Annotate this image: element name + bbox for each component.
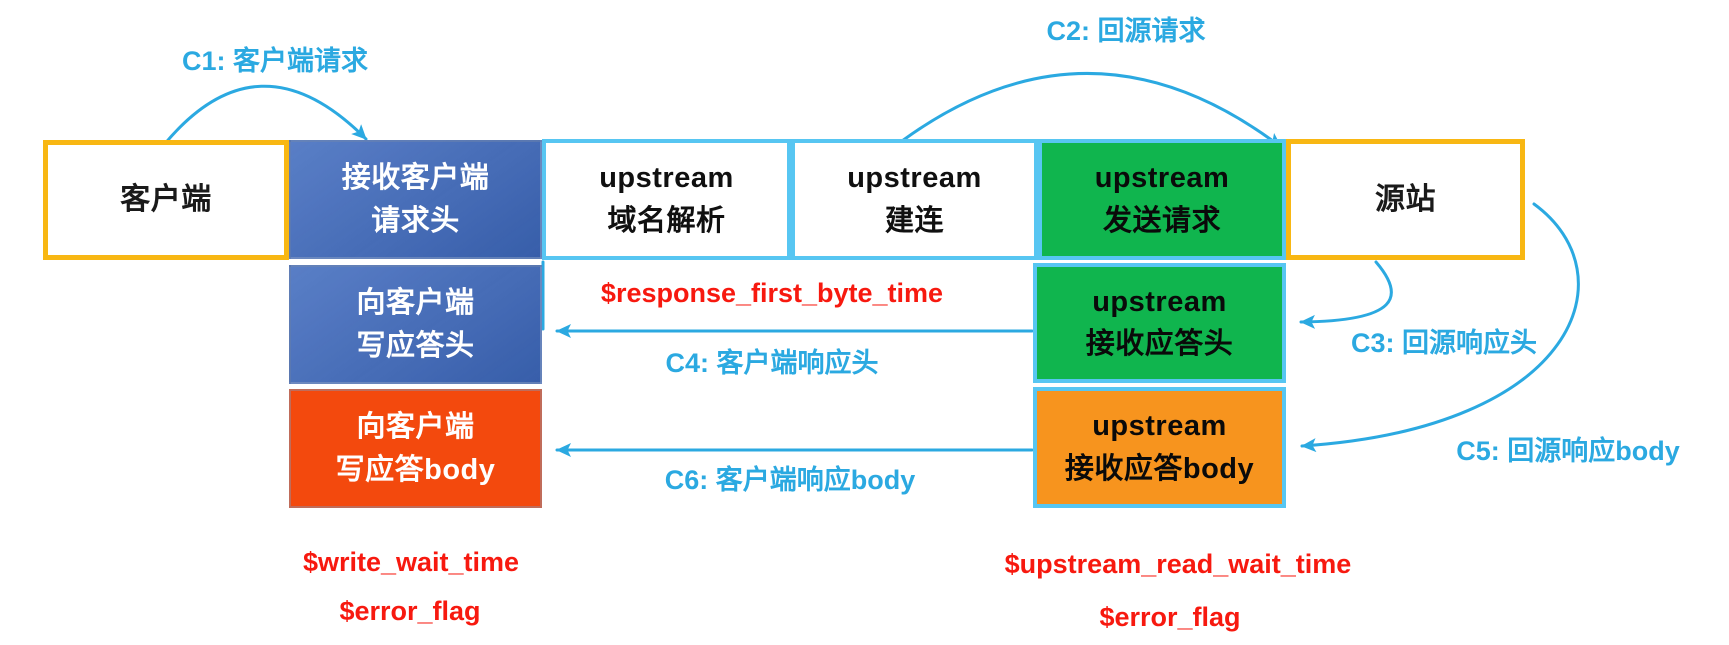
box-label-line: upstream [1092,285,1227,318]
upstream-dns-resolve-box: upstream 域名解析 [542,139,791,260]
c2-arrow-label: C2: 回源请求 [1046,16,1206,46]
c1-client-request-arrow [161,84,368,148]
box-label-line: 客户端 [120,183,212,217]
box-label-line: upstream [847,162,982,195]
box-label-line: 写应答头 [356,329,475,362]
upstream-receive-response-body-box: upstream 接收应答body [1033,387,1286,508]
box-label-line: upstream [1092,410,1227,443]
upstream-send-request-box: upstream 发送请求 [1038,139,1286,260]
c3-arrow-label: C3: 回源响应头 [1350,328,1538,358]
box-label-line: 建连 [884,204,944,237]
c5-arrow-label: C5: 回源响应body [1456,436,1680,466]
box-label-line: 向客户端 [356,287,475,320]
client-box: 客户端 [43,140,289,260]
box-label-line: upstream [1094,162,1230,195]
response-first-byte-time-variable: $response_first_byte_time [600,278,944,308]
c2-origin-request-arrow [900,72,1283,149]
box-label-line: upstream [599,162,734,195]
box-label-line: 接收客户端 [341,162,490,195]
origin-server-box: 源站 [1286,139,1525,260]
box-label-line: 写应答body [335,453,496,486]
upstream-connect-box: upstream 建连 [791,139,1038,260]
box-label-line: 域名解析 [607,204,726,237]
upstream-receive-response-header-box: upstream 接收应答头 [1033,263,1286,383]
box-label-line: 向客户端 [356,411,475,444]
write-wait-time-variable: $write_wait_time [302,547,520,577]
box-label-line: 接收应答头 [1085,328,1234,360]
error-flag-upstream-variable: $error_flag [1099,602,1241,632]
box-label-line: 请求头 [371,204,460,237]
upstream-read-wait-time-variable: $upstream_read_wait_time [1004,549,1352,579]
receive-client-request-header-box: 接收客户端 请求头 [289,140,542,259]
write-response-body-to-client-box: 向客户端 写应答body [289,389,542,508]
error-flag-client-variable: $error_flag [339,596,481,626]
box-label-line: 发送请求 [1102,204,1221,237]
box-label-line: 源站 [1375,182,1436,216]
c1-arrow-label: C1: 客户端请求 [181,46,369,76]
c6-arrow-label: C6: 客户端响应body [664,465,916,495]
box-label-line: 接收应答body [1064,452,1255,485]
write-response-header-to-client-box: 向客户端 写应答头 [289,265,542,384]
c3-origin-response-header-arrow [1299,260,1393,329]
c4-arrow-label: C4: 客户端响应头 [665,348,879,378]
